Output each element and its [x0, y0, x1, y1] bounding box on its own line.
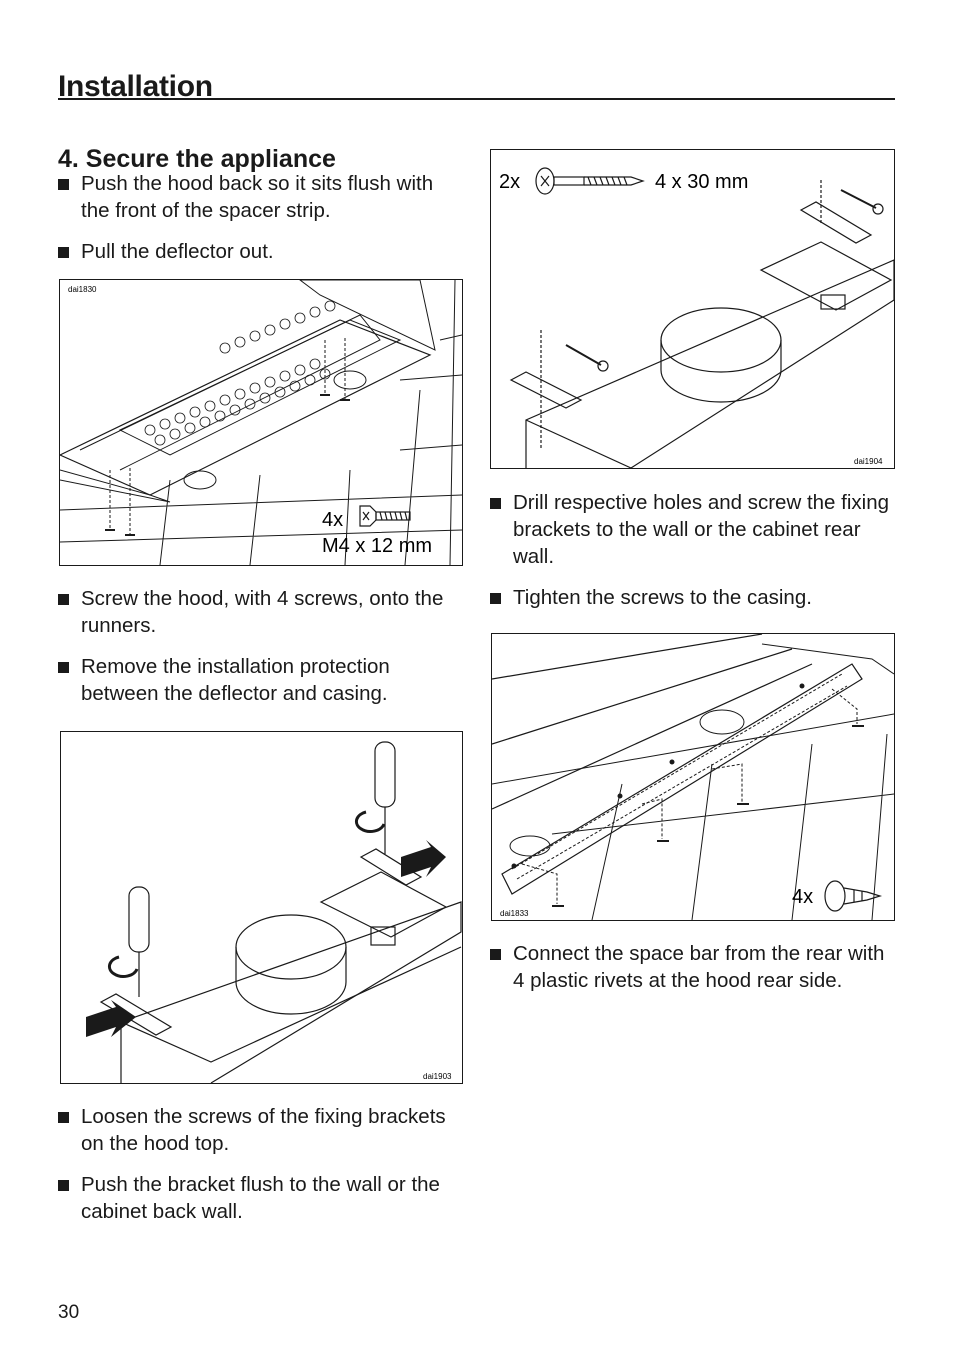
- bullet-square-icon: [58, 1112, 69, 1123]
- screw-count-label: 2x: [499, 171, 520, 193]
- countersunk-screw-icon: [359, 505, 411, 527]
- bullet-square-icon: [58, 247, 69, 258]
- hood-top-screwdriver-illustration: dai1903: [86, 741, 462, 1083]
- instruction-text: Loosen the screws of the fixing brackets…: [81, 1105, 446, 1155]
- instruction-list: Connect the space bar from the rear with…: [490, 940, 890, 1008]
- figure-code: dai1904: [854, 457, 883, 466]
- instruction-item: Loosen the screws of the fixing brackets…: [58, 1103, 458, 1157]
- bullet-square-icon: [58, 594, 69, 605]
- wood-screw-icon: [535, 167, 645, 195]
- screwdriver-icon: [128, 741, 396, 997]
- plastic-rivet-icon: [824, 880, 883, 912]
- hood-underside-illustration: dai1830 4x M4 x 12 mm: [60, 280, 462, 565]
- bullet-square-icon: [490, 593, 501, 604]
- instruction-text: Connect the space bar from the rear with…: [513, 942, 885, 992]
- figure-fix-brackets: 2x 4 x 30 mm dai1904: [490, 149, 895, 469]
- space-bar-rivets-illustration: dai1833 4x: [492, 634, 894, 920]
- instruction-text: Push the hood back so it sits flush with…: [81, 172, 434, 222]
- instruction-item: Drill respective holes and screw the fix…: [490, 489, 890, 570]
- instruction-item: Connect the space bar from the rear with…: [490, 940, 890, 994]
- figure-space-bar-rivets: dai1833 4x: [491, 633, 895, 921]
- instruction-text: Remove the installation protection betwe…: [81, 655, 390, 705]
- instruction-item: Screw the hood, with 4 screws, onto the …: [58, 585, 458, 639]
- bullet-square-icon: [490, 949, 501, 960]
- instruction-text: Push the bracket flush to the wall or th…: [81, 1173, 440, 1223]
- instruction-list: Drill respective holes and screw the fix…: [490, 489, 890, 625]
- figure-loosen-brackets: dai1903: [60, 731, 463, 1084]
- instruction-item: Pull the deflector out.: [58, 238, 458, 265]
- bullet-square-icon: [58, 179, 69, 190]
- bracket-wall-screws-illustration: 2x 4 x 30 mm dai1904: [499, 167, 894, 468]
- screw-size-label: M4 x 12 mm: [322, 535, 432, 557]
- instruction-item: Push the hood back so it sits flush with…: [58, 170, 458, 224]
- instruction-text: Tighten the screws to the casing.: [513, 586, 812, 609]
- instruction-item: Push the bracket flush to the wall or th…: [58, 1171, 458, 1225]
- page-number: 30: [58, 1302, 80, 1323]
- bullet-square-icon: [490, 498, 501, 509]
- section-heading: 4. Secure the appliance: [58, 144, 336, 173]
- figure-hood-screws: dai1830 4x M4 x 12 mm: [59, 279, 463, 566]
- instruction-item: Remove the installation protection betwe…: [58, 653, 458, 707]
- bullet-square-icon: [58, 662, 69, 673]
- title-divider: [58, 98, 895, 100]
- instruction-list: Push the hood back so it sits flush with…: [58, 170, 458, 279]
- screw-count-label: 4x: [322, 509, 343, 531]
- instruction-list: Loosen the screws of the fixing brackets…: [58, 1103, 458, 1239]
- screw-size-label: 4 x 30 mm: [655, 171, 748, 193]
- figure-code: dai1833: [500, 909, 529, 918]
- rivet-count-label: 4x: [792, 886, 813, 908]
- instruction-item: Tighten the screws to the casing.: [490, 584, 890, 611]
- instruction-text: Screw the hood, with 4 screws, onto the …: [81, 587, 444, 637]
- instruction-list: Screw the hood, with 4 screws, onto the …: [58, 585, 458, 721]
- instruction-text: Drill respective holes and screw the fix…: [513, 491, 889, 568]
- figure-code: dai1830: [68, 285, 97, 294]
- figure-code: dai1903: [423, 1072, 452, 1081]
- bullet-square-icon: [58, 1180, 69, 1191]
- page-title: Installation: [58, 70, 213, 104]
- instruction-text: Pull the deflector out.: [81, 240, 274, 263]
